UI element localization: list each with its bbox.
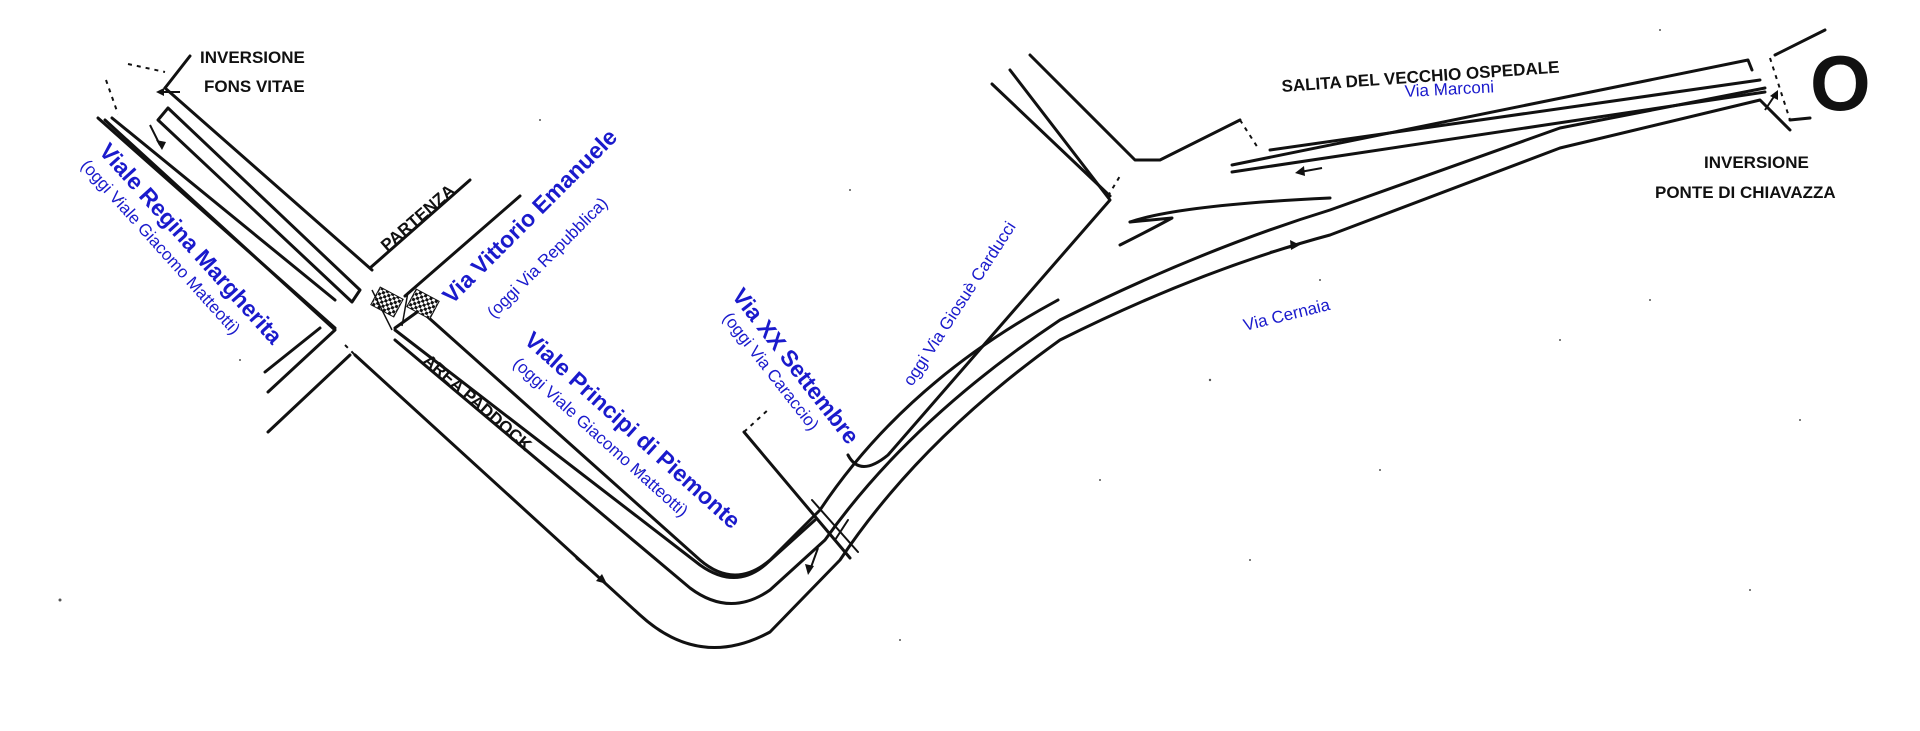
- direction-arrow-icon: [149, 124, 166, 150]
- direction-arrow-icon: [805, 547, 819, 575]
- direction-arrow-icon: [156, 88, 180, 96]
- via-xx-settembre-dash: [743, 407, 771, 433]
- fons-vitae-dash-a: [127, 63, 166, 73]
- direction-arrow-icon: [1295, 166, 1323, 176]
- via-vittorio-right: [403, 194, 522, 298]
- label-via-cernaia: Via Cernaia: [1241, 295, 1332, 335]
- label-via-marconi: Via Marconi: [1404, 77, 1494, 101]
- label-inversione-fons-line2: FONS VITAE: [204, 77, 305, 96]
- crossing-dash: [344, 344, 361, 361]
- carducci-dash-a: [1107, 175, 1121, 197]
- carducci-dash-b: [1239, 119, 1259, 149]
- salita-island: [1268, 78, 1762, 152]
- direction-arrows: [149, 88, 1778, 584]
- timing-line-a: [811, 499, 859, 553]
- label-inversione-fons-line1: INVERSIONE: [200, 48, 305, 67]
- fons-vitae-edge: [163, 86, 374, 272]
- carducci-top: [990, 82, 1112, 198]
- direction-arrow-icon: [1269, 240, 1300, 253]
- ponte-edge-a: [1773, 28, 1827, 57]
- label-partenza: PARTENZA: [377, 181, 458, 255]
- label-inversione-ponte-line2: PONTE DI CHIAVAZZA: [1655, 183, 1836, 202]
- via-vittorio-left: [368, 178, 472, 270]
- main-inner-edge-1: [393, 86, 1767, 605]
- start-flags: [370, 286, 440, 331]
- via-xx-settembre-left: [742, 430, 852, 560]
- viale-regina-outer-left: [110, 116, 337, 302]
- salita-bottom-edge: [1230, 90, 1767, 174]
- via-cernaia-link: [1118, 216, 1174, 247]
- block-left-top: [103, 118, 337, 394]
- label-via-xx: Via XX Settembre: [727, 283, 865, 449]
- checkered-flag-icon: [370, 286, 404, 331]
- fons-vitae-dash-b: [105, 79, 119, 115]
- direction-arrow-icon: [1764, 90, 1778, 111]
- crossing-lower-left: [266, 353, 352, 434]
- via-xx-settembre-curve: [846, 68, 1112, 468]
- label-viale-regina-oggi: (oggi Viale Giacomo Matteotti): [77, 156, 244, 338]
- road-network: [96, 28, 1827, 649]
- fons-vitae-top: [163, 54, 192, 90]
- label-inversione-ponte-line1: INVERSIONE: [1704, 153, 1809, 172]
- direction-arrow-icon: [575, 557, 607, 584]
- checkered-flag-icon: [401, 288, 440, 327]
- carducci-edge: [1028, 53, 1242, 162]
- ponte-dash: [1769, 57, 1791, 121]
- ponte-edge-b: [1788, 116, 1812, 122]
- timing-line-b: [834, 519, 849, 541]
- paddock-island: [393, 298, 1060, 577]
- via-cernaia-lower: [1128, 196, 1332, 224]
- viale-regina-island: [156, 106, 362, 304]
- paper-specks: [58, 29, 1801, 641]
- roundabout-icon: O: [1810, 39, 1871, 127]
- main-outer-edge: [353, 98, 1792, 649]
- block-left-lower: [263, 326, 322, 374]
